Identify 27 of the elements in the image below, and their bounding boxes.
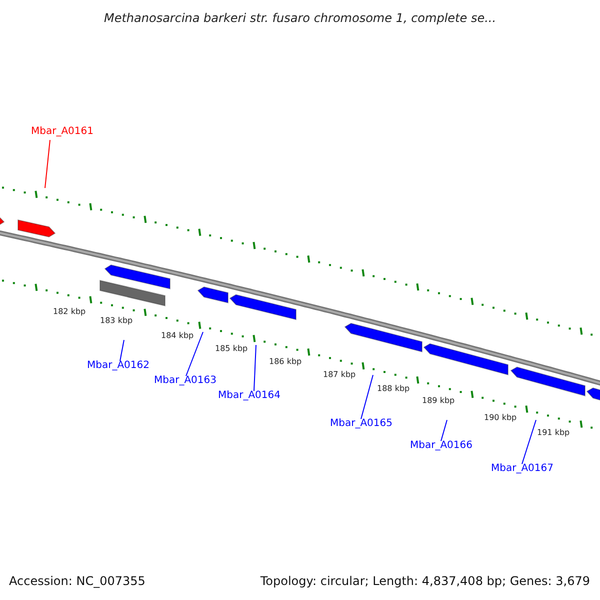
gene-label: Mbar_A0163: [154, 375, 217, 386]
accession-text: Accession: NC_007355: [9, 574, 146, 588]
scale-label: 188 kbp: [377, 384, 410, 393]
gene-label: Mbar_A0162: [87, 360, 150, 371]
gene-label: Mbar_A0167: [491, 463, 554, 474]
scale-label: 187 kbp: [323, 370, 356, 379]
gene-label: Mbar_A0161: [31, 126, 94, 137]
leader-line: [360, 374, 374, 420]
gene-label: Mbar_A0164: [218, 390, 281, 401]
leader-line: [440, 420, 448, 442]
gene-label: Mbar_A0165: [330, 418, 393, 429]
title: Methanosarcina barkeri str. fusaro chromosome 1, complete se...: [102, 11, 498, 25]
gene-label: Mbar_A0166: [410, 440, 473, 451]
leader-line: [254, 344, 256, 392]
scale-label: 186 kbp: [269, 357, 302, 366]
leader-line: [120, 340, 124, 362]
scale-label: 185 kbp: [215, 344, 248, 353]
scale-label: 183 kbp: [100, 316, 133, 325]
leader-line: [522, 420, 536, 464]
scale-label: 190 kbp: [484, 413, 517, 422]
genome-summary-text: Topology: circular; Length: 4,837,408 bp; Genes: 3,679: [260, 574, 590, 588]
scale-label: 184 kbp: [161, 331, 194, 340]
scale-label: 191 kbp: [537, 428, 570, 437]
scale-label: 182 kbp: [53, 307, 86, 316]
leader-line: [44, 140, 50, 188]
leader-line: [186, 332, 204, 376]
scale-label: 189 kbp: [422, 396, 455, 405]
